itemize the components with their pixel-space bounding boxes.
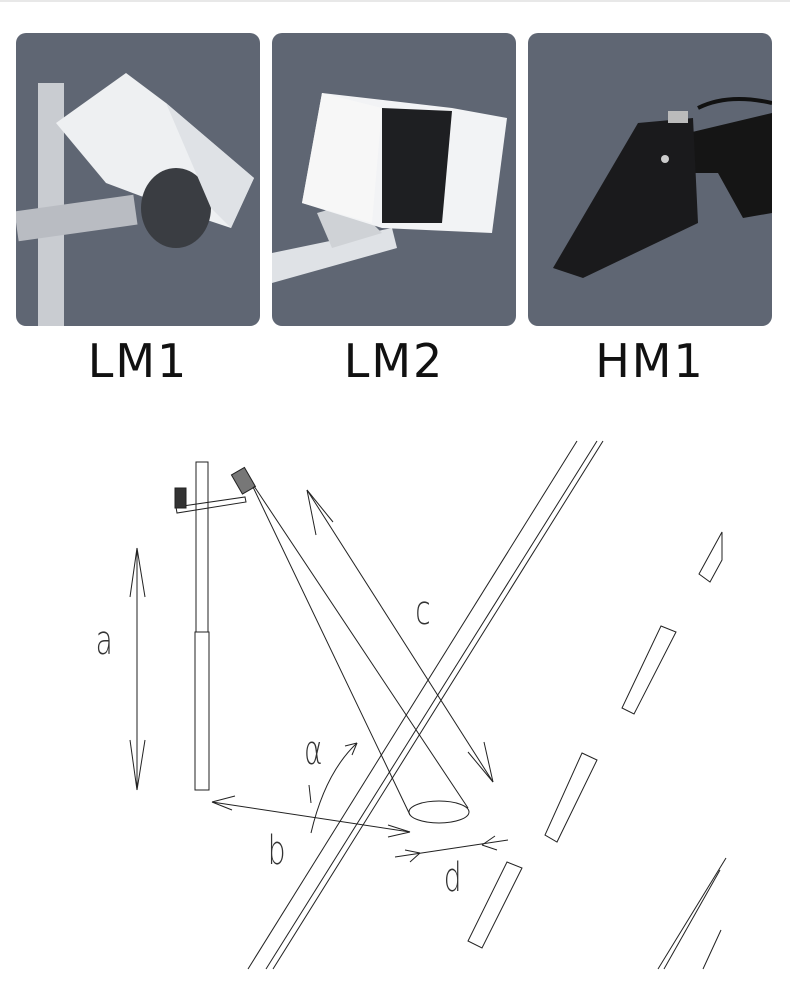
arrow-d <box>394 835 509 863</box>
dimension-label-c: c <box>415 588 431 634</box>
arrow-a <box>129 547 146 791</box>
dimension-label-d: d <box>443 855 462 901</box>
lane-dashes <box>467 531 723 949</box>
divider <box>0 0 790 2</box>
dimension-label-b: b <box>267 828 286 874</box>
angle-alpha-arc <box>308 742 358 834</box>
product-label-hm1: HM1 <box>595 334 705 388</box>
road-edge-lines <box>247 440 727 970</box>
beam-cone <box>252 485 470 824</box>
product-label-lm2: LM2 <box>343 334 445 388</box>
pole <box>194 461 210 791</box>
dimension-label-a: a <box>95 618 113 664</box>
arrow-c <box>306 489 494 783</box>
product-label-lm1: LM1 <box>87 334 189 388</box>
sensor-mount <box>174 466 257 514</box>
product-photo-hm1 <box>528 33 772 326</box>
product-photo-lm2 <box>272 33 516 326</box>
angle-label-alpha: α <box>303 728 323 774</box>
arrow-b <box>211 795 411 838</box>
product-photo-lm1 <box>16 33 260 326</box>
